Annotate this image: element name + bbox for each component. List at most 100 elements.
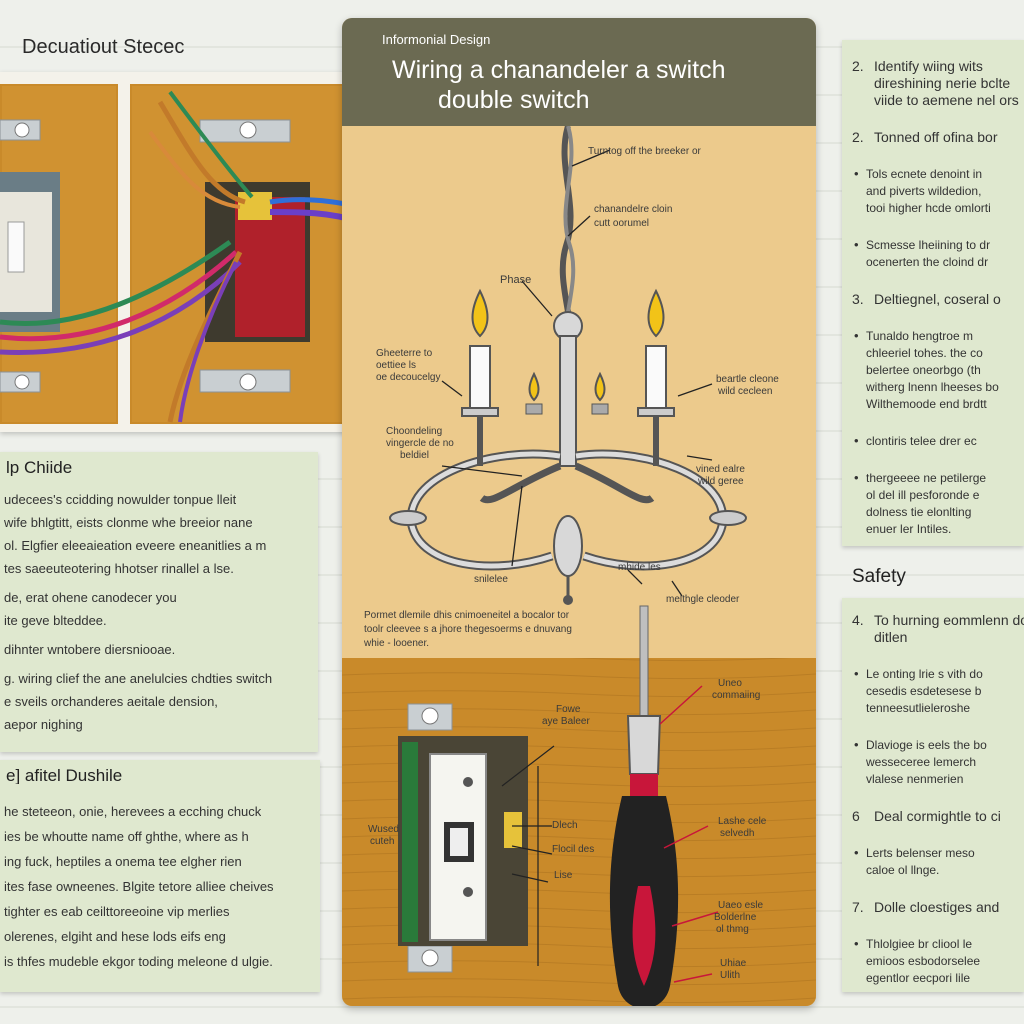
label-bottom-left: snilelee	[474, 574, 508, 585]
note-line: wife bhlgtitt, eists clonme whe breeior …	[4, 515, 253, 530]
switch-label-left-1: Wused	[368, 824, 399, 835]
step-line: witherg lnenn lheeses bo	[866, 380, 999, 394]
step-marker: •	[854, 737, 859, 752]
step-line: dolness tie elonlting	[866, 505, 972, 519]
step-line: egentlor eecpori lile	[866, 971, 971, 985]
step-line: Thlolgiee br cliool le	[866, 937, 973, 951]
step-marker: 3.	[852, 291, 864, 307]
left-safety-title: e] afitel Dushile	[6, 768, 123, 784]
tool-label-5: Uaeo esle	[718, 900, 764, 911]
safety-title: Safety	[852, 566, 906, 587]
note-line: ite geve blteddee.	[4, 613, 107, 628]
center-kicker: Informonial Design	[382, 32, 491, 47]
label-right-arm-1: beartle cleone	[716, 374, 779, 385]
step-marker: 6	[852, 808, 860, 824]
step-line: Deal cormightle to ci	[874, 808, 1001, 824]
note-line: dihnter wntobere diersniooae.	[4, 642, 176, 657]
step-marker: •	[854, 166, 859, 181]
step-line: vlalese nenmerien	[866, 772, 964, 786]
chandelier-diagram	[342, 126, 816, 1006]
step-marker: 4.	[852, 612, 864, 628]
label-right-mid-2: wild geree	[698, 476, 744, 487]
step-line: ditlen	[874, 629, 908, 645]
step-marker: •	[854, 433, 859, 448]
step-line: viide to aemene nel ors	[874, 92, 1019, 108]
step-line: belertee oneorbgo (th	[866, 363, 981, 377]
label-chain: chanandelre cloin	[594, 204, 673, 215]
step-marker: 2.	[852, 58, 864, 74]
step-line: chleeriel tohes. the co	[866, 346, 983, 360]
step-line: direshining nerie bclte	[874, 75, 1011, 91]
tool-label-3: Lashe cele	[718, 816, 767, 827]
note-line: is thfes mudeble ekgor toding meleone d …	[4, 954, 273, 969]
switch-label-top-1: Fowe	[556, 704, 581, 715]
wiring-photo-panel	[0, 72, 370, 432]
step-line: Identify wiing wits	[874, 58, 983, 74]
step-line: clontiris telee drer ec	[866, 434, 977, 448]
label-left-arm-2: oettiee ls	[376, 360, 417, 371]
center-title-line1: Wiring a chanandeler a switch	[392, 56, 726, 84]
step-line: Le onting lrie s vith do	[866, 667, 983, 681]
top-left-title: Decuatiout Stecec	[22, 36, 185, 58]
center-infographic-panel: Informonial Design Wiring a chanandeler …	[342, 18, 816, 1006]
step-line: cesedis esdetesese b	[866, 684, 982, 698]
label-bottom-mid: mhide les	[618, 562, 661, 573]
wiring-photo-illustration	[0, 84, 362, 424]
label-chain-2: cutt oorumel	[594, 218, 650, 229]
step-line: Deltiegnel, coseral o	[874, 291, 1001, 307]
caption-line-3: whie - looener.	[364, 638, 430, 649]
note-line: udecees's ccidding nowulder tonpue lleit	[4, 492, 237, 507]
switch-label-left-2: cuteh	[370, 836, 395, 847]
caption-line-2: toolr cleevee s a jhore thegesoerms e dn…	[364, 624, 572, 635]
step-line: wesseceree lemerch	[866, 755, 977, 769]
note-line: ol. Elgfier eleeaieation eveere eneanitl…	[4, 538, 267, 553]
step-marker: •	[854, 328, 859, 343]
note-line: tes saeeuteotering hhotser rinallel a ls…	[4, 561, 234, 576]
switch-label-mid-3: Lise	[554, 870, 573, 881]
tool-label-7: ol thmg	[716, 924, 749, 935]
center-title-line2: double switch	[438, 86, 590, 114]
switch-label-mid-1: Dlech	[552, 820, 578, 831]
note-line: ites fase owneenes. Blgite tetore alliee…	[4, 879, 274, 894]
step-line: Tols ecnete denoint in	[866, 167, 983, 181]
tool-label-2: commaiing	[712, 690, 761, 701]
switch-label-top-2: aye Baleer	[542, 716, 590, 727]
label-left-mid-2: vingercle de no	[386, 438, 454, 449]
tool-label-6: Bolderlne	[714, 912, 757, 923]
note-line: e sveils orchanderes aeitale dension,	[4, 694, 218, 709]
step-marker: •	[854, 470, 859, 485]
tool-label-9: Ulith	[720, 970, 741, 981]
step-line: ocenerten the cloind dr	[866, 255, 989, 269]
step-line: Scmesse lheiining to dr	[866, 238, 991, 252]
tool-label-8: Uhiae	[720, 958, 747, 969]
step-line: Lerts belenser meso	[866, 846, 975, 860]
label-bottom-right: melthgle cleoder	[666, 594, 740, 605]
label-left-mid-1: Choondeling	[386, 426, 443, 437]
step-marker: •	[854, 936, 859, 951]
label-phase: Phase	[500, 274, 532, 286]
step-line: Tunaldo hengtroe m	[866, 329, 973, 343]
step-line: Dlavioge is eels the bo	[866, 738, 987, 752]
note-line: ies be whoutte name off ghthe, where as …	[4, 829, 249, 844]
step-line: and piverts wildedion,	[866, 184, 982, 198]
step-marker: •	[854, 845, 859, 860]
label-right-mid-1: vined ealre	[696, 464, 745, 475]
note-line: de, erat ohene canodecer you	[4, 590, 177, 605]
step-line: Wilthemoode end brdtt	[866, 397, 987, 411]
left-safety-note: e] afitel Dushile he steteeon, onie, her…	[0, 760, 320, 992]
step-line: To hurning eommlenn do	[874, 612, 1024, 628]
step-line: Tonned off ofina bor	[874, 129, 998, 145]
step-line: tooi higher hcde omlorti	[866, 201, 991, 215]
step-marker: 2.	[852, 129, 864, 145]
note-line: olerenes, elgiht and hese lods eifs eng	[4, 929, 226, 944]
label-top-wire: Turntog off the breeker or	[588, 146, 701, 157]
note-line: he steteeon, onie, herevees a ecching ch…	[4, 804, 262, 819]
tool-label-4: selvedh	[720, 828, 755, 839]
caption-line-1: Pormet dlemile dhis cnimoeneitel a bocal…	[364, 610, 570, 621]
step-marker: •	[854, 237, 859, 252]
label-left-arm-1: Gheeterre to	[376, 348, 433, 359]
note-line: g. wiring clief the ane anelulcies chdti…	[4, 671, 273, 686]
step-line: thergeeee ne petilerge	[866, 471, 987, 485]
